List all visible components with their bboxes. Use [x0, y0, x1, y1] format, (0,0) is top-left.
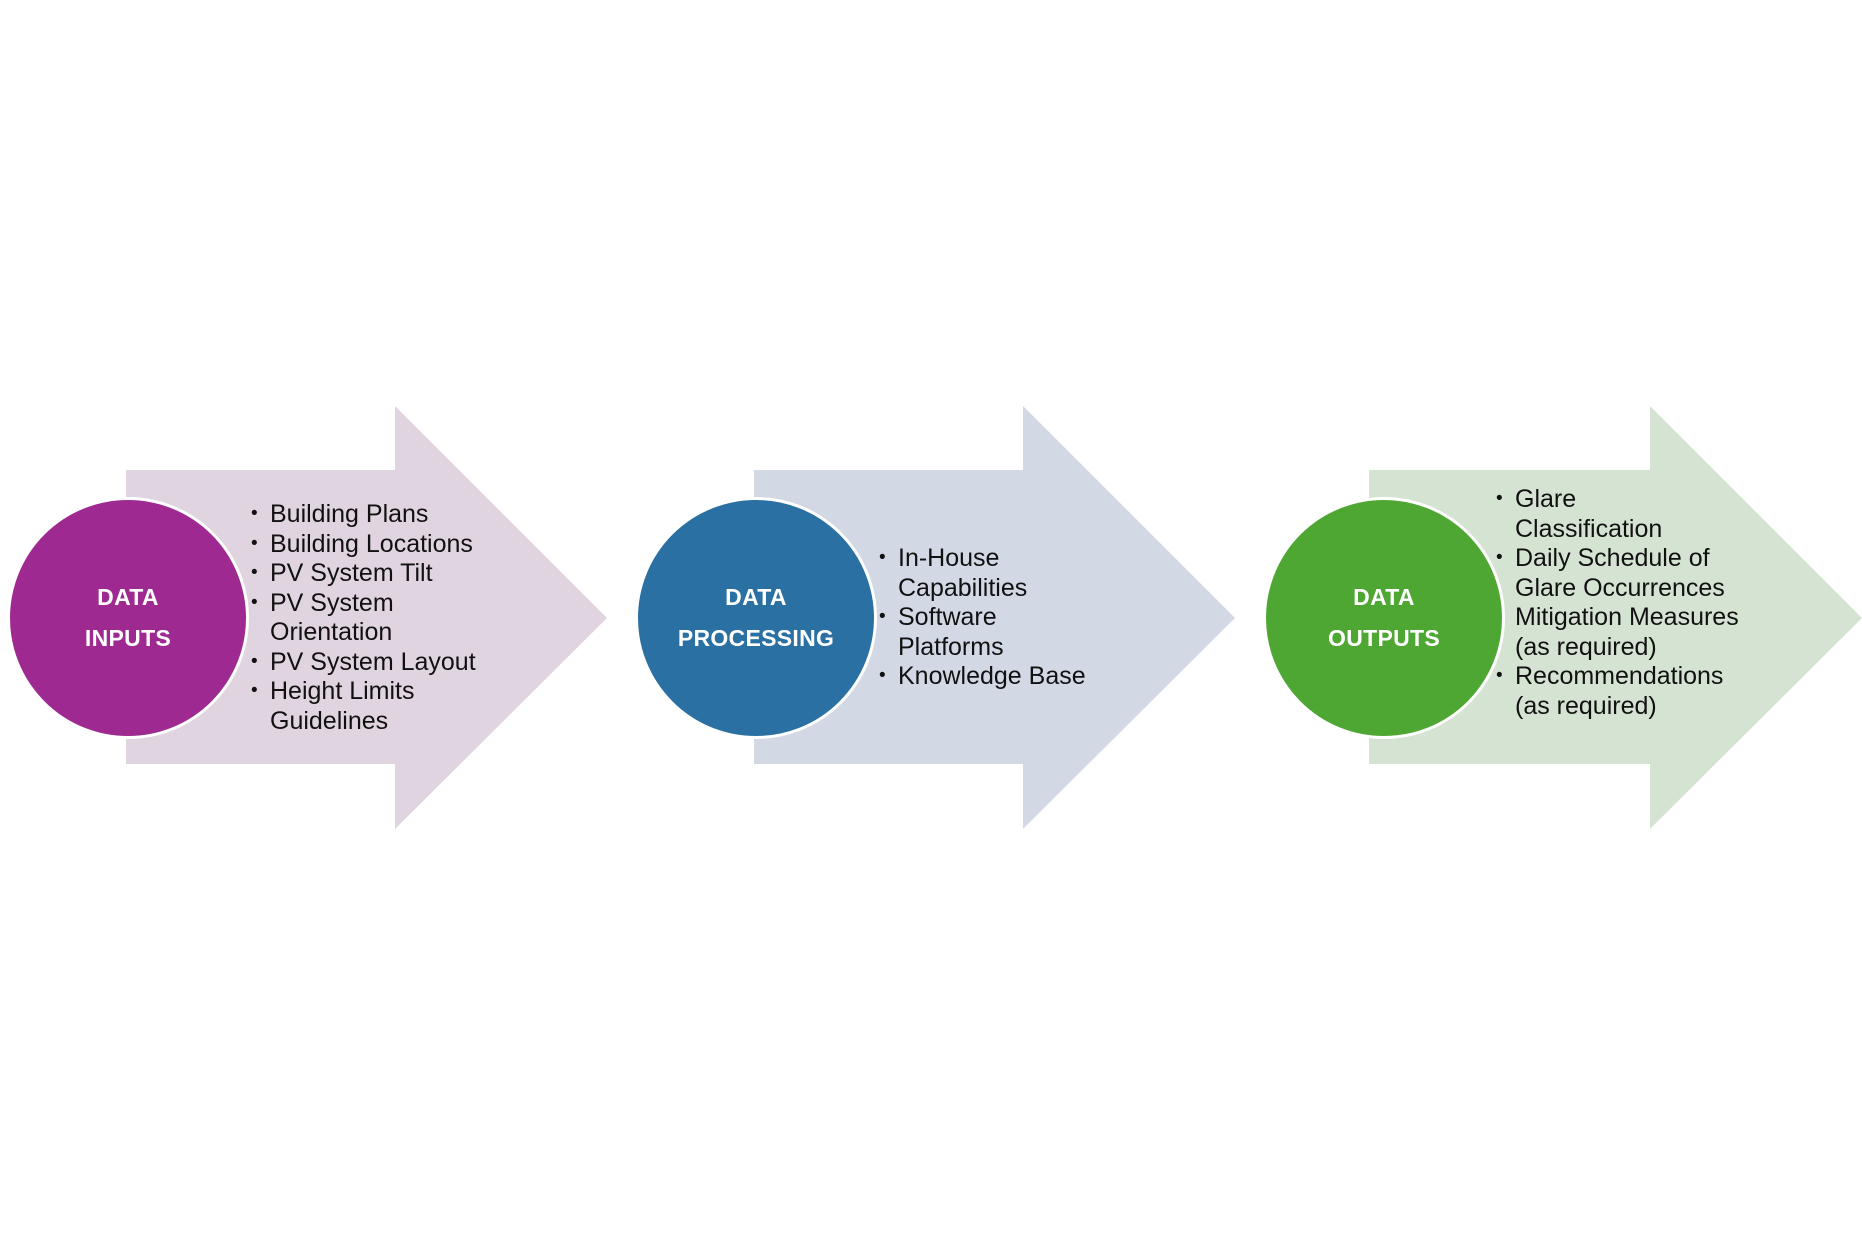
list-item: Height Limits Guidelines: [251, 676, 445, 736]
stage-circle-processing: DATA PROCESSING: [635, 497, 877, 739]
stage-circle-outputs: DATA OUTPUTS: [1263, 497, 1505, 739]
stage-title-line2: PROCESSING: [677, 625, 835, 651]
list-item: Daily Schedule of Glare Occurrences Miti…: [1496, 543, 1740, 662]
list-item: Knowledge Base: [879, 661, 1109, 692]
stage-title-line2: OUTPUTS: [1328, 625, 1440, 651]
stage-title-line1: DATA: [725, 584, 787, 610]
list-item: PV System Layout: [251, 647, 489, 678]
list-item: Building Locations: [251, 529, 489, 560]
list-item: Building Plans: [251, 499, 489, 530]
list-item: PV System Orientation: [251, 588, 425, 648]
stage-title-line2: INPUTS: [84, 625, 172, 651]
stage-circle-inputs: DATA INPUTS: [7, 497, 249, 739]
stage-title-line1: DATA: [1353, 584, 1415, 610]
stage-title-line1: DATA: [97, 584, 159, 610]
list-item: Recommendations (as required): [1496, 661, 1735, 721]
list-item: PV System Tilt: [251, 558, 489, 589]
list-item: In-House Capabilities: [879, 543, 1053, 603]
list-item: Glare Classification: [1496, 484, 1675, 544]
processing-list: In-House Capabilities Software Platforms…: [879, 543, 1109, 692]
outputs-list: Glare Classification Daily Schedule of G…: [1496, 484, 1739, 721]
list-item: Software Platforms: [879, 602, 1038, 662]
inputs-list: Building Plans Building Locations PV Sys…: [251, 499, 489, 736]
